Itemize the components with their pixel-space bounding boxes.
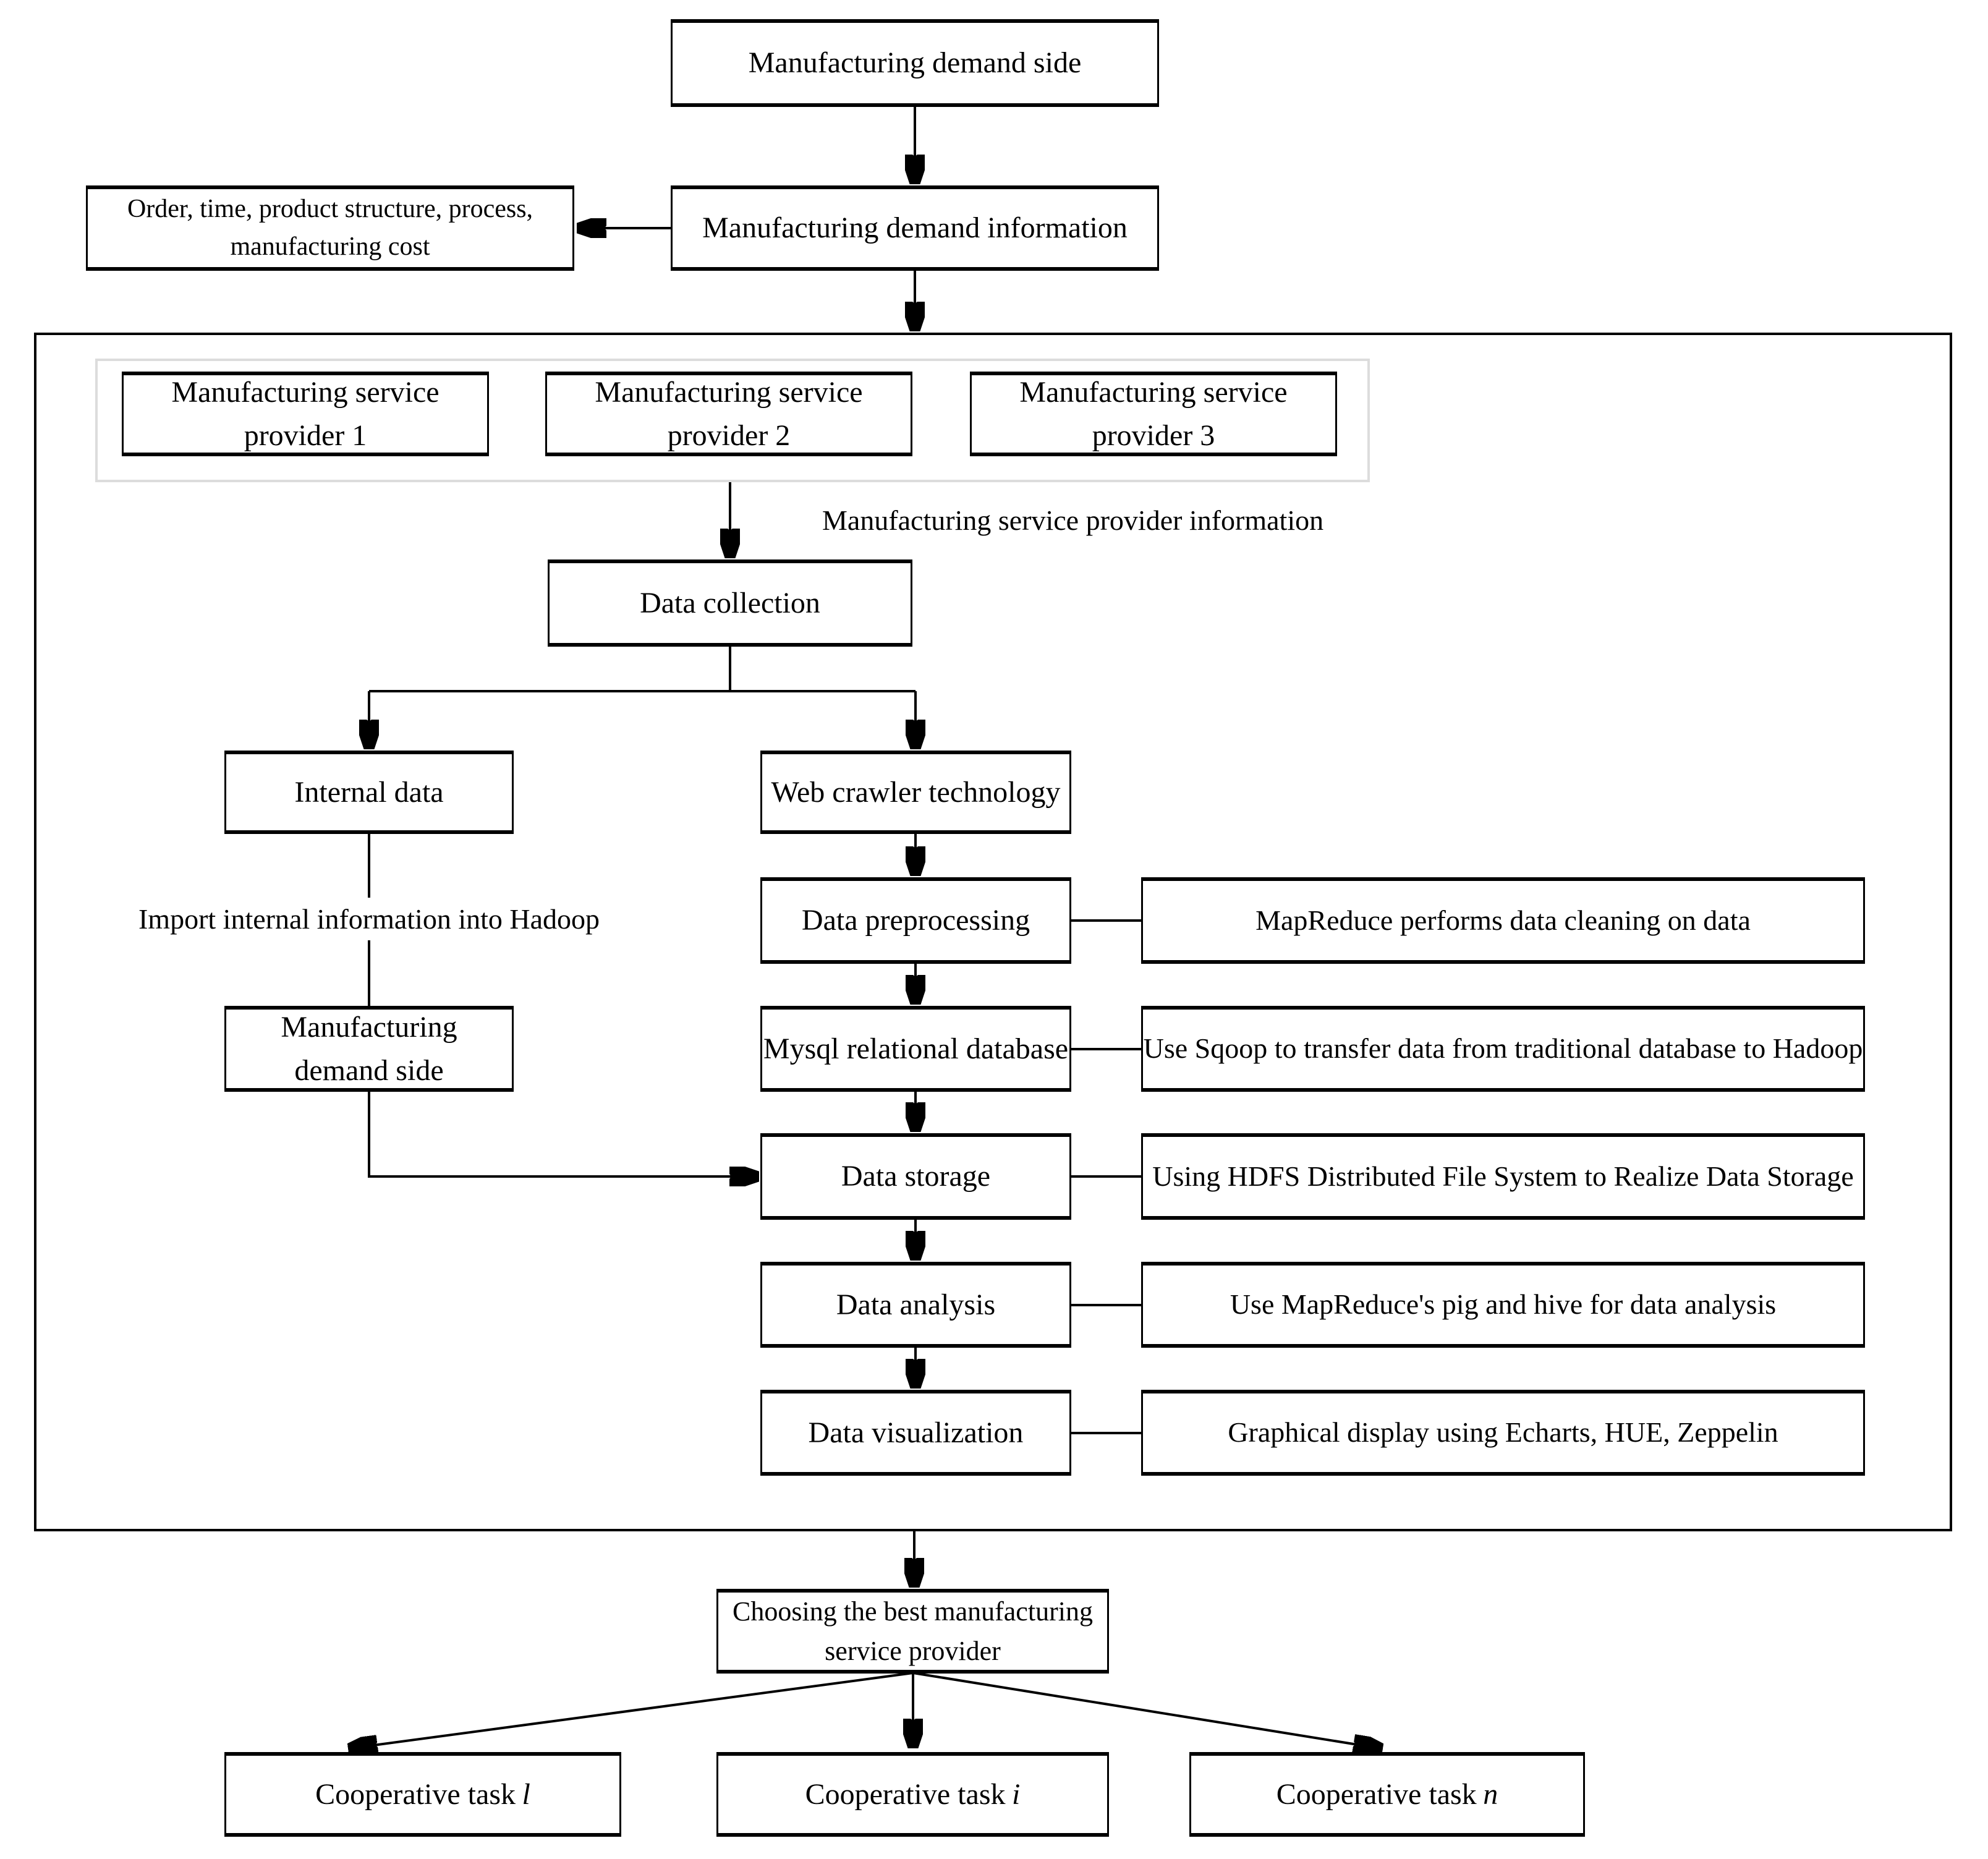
node-data-storage: Data storage [760, 1133, 1071, 1220]
node-label: Mysql relational database [763, 1032, 1069, 1065]
arrow-choosing-to-task-n [912, 1672, 1380, 1748]
node-data-collection: Data collection [548, 559, 912, 647]
node-data-analysis: Data analysis [760, 1262, 1071, 1348]
node-data-visualization: Data visualization [760, 1390, 1071, 1476]
node-manufacturing-demand-information: Manufacturing demand information [671, 185, 1159, 271]
annotation-sqoop-transfer: Use Sqoop to transfer data from traditio… [1141, 1006, 1865, 1092]
node-label: Data preprocessing [801, 904, 1030, 937]
node-label: Data visualization [808, 1416, 1024, 1449]
label-import-into-hadoop: Import internal information into Hadoop [122, 898, 616, 940]
annotation-hdfs-storage: Using HDFS Distributed File System to Re… [1141, 1133, 1865, 1220]
node-choosing-best-provider: Choosing the best manufacturing service … [716, 1589, 1109, 1674]
node-service-provider-3: Manufacturing service provider 3 [970, 372, 1337, 456]
task-suffix: n [1483, 1777, 1498, 1811]
label-provider-information: Manufacturing service provider informati… [822, 504, 1324, 536]
node-label: Order, time, product structure, process,… [127, 195, 533, 261]
annotation-text: Graphical display using Echarts, HUE, Ze… [1228, 1416, 1778, 1448]
annotation-echarts-display: Graphical display using Echarts, HUE, Ze… [1141, 1390, 1865, 1476]
node-label: Data collection [640, 586, 820, 619]
node-label: Manufacturing demand side [748, 46, 1082, 80]
node-label: Web crawler technology [771, 775, 1061, 809]
node-label: Internal data [294, 775, 444, 809]
node-manufacturing-demand-side: Manufacturing demand side [671, 19, 1159, 107]
node-service-provider-1: Manufacturing service provider 1 [122, 372, 489, 456]
annotation-text: Use Sqoop to transfer data from traditio… [1143, 1032, 1863, 1065]
node-order-details: Order, time, product structure, process,… [86, 185, 574, 271]
node-internal-data: Internal data [224, 751, 514, 834]
node-web-crawler: Web crawler technology [760, 751, 1071, 834]
node-manufacturing-demand-side-inner: Manufacturing demand side [224, 1006, 514, 1092]
task-suffix: l [522, 1777, 530, 1811]
annotation-text: Use MapReduce's pig and hive for data an… [1230, 1288, 1777, 1321]
node-service-provider-2: Manufacturing service provider 2 [545, 372, 912, 456]
node-label: Manufacturing service provider 3 [1019, 375, 1288, 452]
annotation-mapreduce-cleaning: MapReduce performs data cleaning on data [1141, 877, 1865, 964]
task-suffix: i [1012, 1777, 1021, 1811]
node-label: Data storage [841, 1160, 991, 1193]
node-label: Manufacturing demand side [281, 1010, 457, 1087]
task-prefix: Cooperative task [315, 1777, 516, 1811]
arrow-demandside-to-datastorage [368, 1092, 757, 1176]
arrow-choosing-to-task-l [350, 1672, 914, 1748]
node-label: Data analysis [836, 1288, 996, 1321]
big-data-platform-container [34, 333, 1952, 1531]
node-label: Manufacturing demand information [702, 211, 1128, 245]
node-label: Manufacturing service provider 2 [595, 375, 863, 452]
node-label: Choosing the best manufacturing service … [733, 1596, 1093, 1666]
annotation-pig-hive-analysis: Use MapReduce's pig and hive for data an… [1141, 1262, 1865, 1348]
annotation-text: MapReduce performs data cleaning on data [1255, 904, 1751, 936]
task-prefix: Cooperative task [1276, 1777, 1477, 1811]
node-label: Manufacturing service provider 1 [171, 375, 440, 452]
task-prefix: Cooperative task [805, 1777, 1006, 1811]
node-mysql-database: Mysql relational database [760, 1006, 1071, 1092]
annotation-text: Using HDFS Distributed File System to Re… [1152, 1160, 1854, 1192]
node-data-preprocessing: Data preprocessing [760, 877, 1071, 964]
